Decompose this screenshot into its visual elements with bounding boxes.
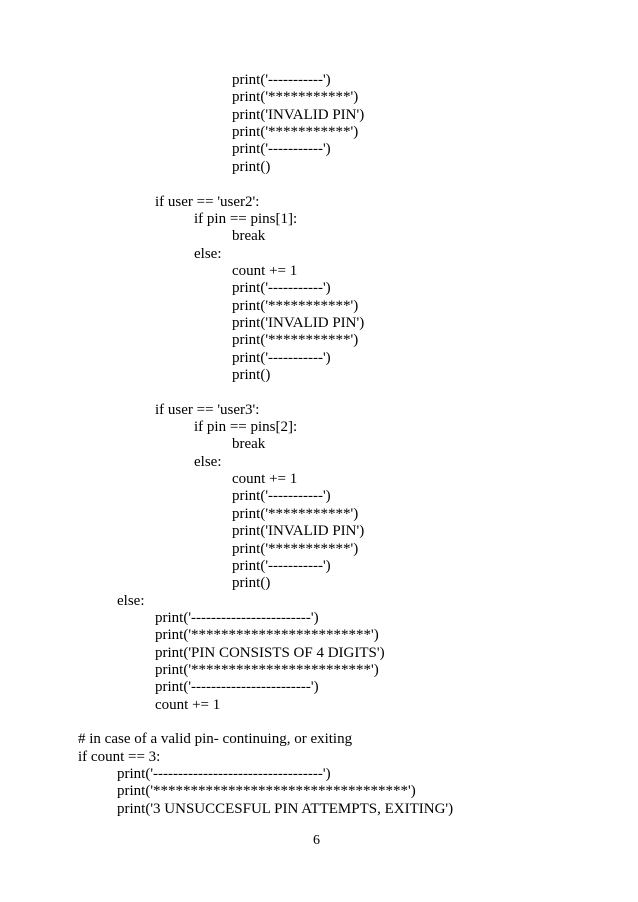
code-line: count += 1 (155, 696, 221, 713)
code-line: print('PIN CONSISTS OF 4 DIGITS') (155, 644, 385, 661)
code-line: # in case of a valid pin- continuing, or… (78, 731, 353, 748)
code-line: else: (117, 592, 145, 609)
code-line: if count == 3: (78, 748, 161, 765)
code-line: print('INVALID PIN') (232, 523, 365, 540)
code-line: print('---------------------------------… (117, 766, 331, 782)
code-line: print('************************') (155, 627, 379, 644)
code-line: print('-----------') (232, 280, 331, 297)
code-line: print() (232, 575, 271, 592)
code-line: print('-----------') (232, 488, 331, 505)
code-line: print('***********') (232, 505, 359, 522)
code-line: else: (194, 245, 222, 262)
code-line: count += 1 (232, 262, 298, 279)
code-line: print() (232, 367, 271, 383)
code-line: print('***********') (232, 89, 359, 106)
code-line: print('************************') (155, 661, 379, 678)
code-line: break (232, 436, 266, 453)
code-line: if user == 'user3': (155, 401, 260, 418)
code-line: print('***********') (232, 124, 359, 141)
code-line: print('***********') (232, 297, 359, 314)
code-line: print('***********') (232, 332, 359, 349)
code-line: print('------------------------') (155, 679, 319, 696)
code-line: count += 1 (232, 471, 298, 488)
code-line: print('INVALID PIN') (232, 106, 365, 123)
code-line: print('-----------') (232, 141, 331, 158)
code-line: print('-----------') (232, 557, 331, 574)
code-line: print('***********') (232, 540, 359, 557)
code-line: break (232, 228, 266, 245)
code-line: if user == 'user2': (155, 193, 260, 210)
code-line: print('-----------') (232, 72, 331, 88)
code-line: if pin == pins[2]: (194, 419, 298, 435)
code-line: print('------------------------') (155, 609, 319, 626)
code-line: print() (232, 158, 271, 175)
code-line: print('-----------') (232, 349, 331, 366)
page-number: 6 (313, 833, 320, 848)
code-line: else: (194, 453, 222, 470)
code-line: print('*********************************… (117, 783, 416, 800)
code-line: if pin == pins[1]: (194, 210, 298, 227)
code-line: print('INVALID PIN') (232, 314, 365, 331)
code-line: print('3 UNSUCCESFUL PIN ATTEMPTS, EXITI… (117, 800, 454, 817)
